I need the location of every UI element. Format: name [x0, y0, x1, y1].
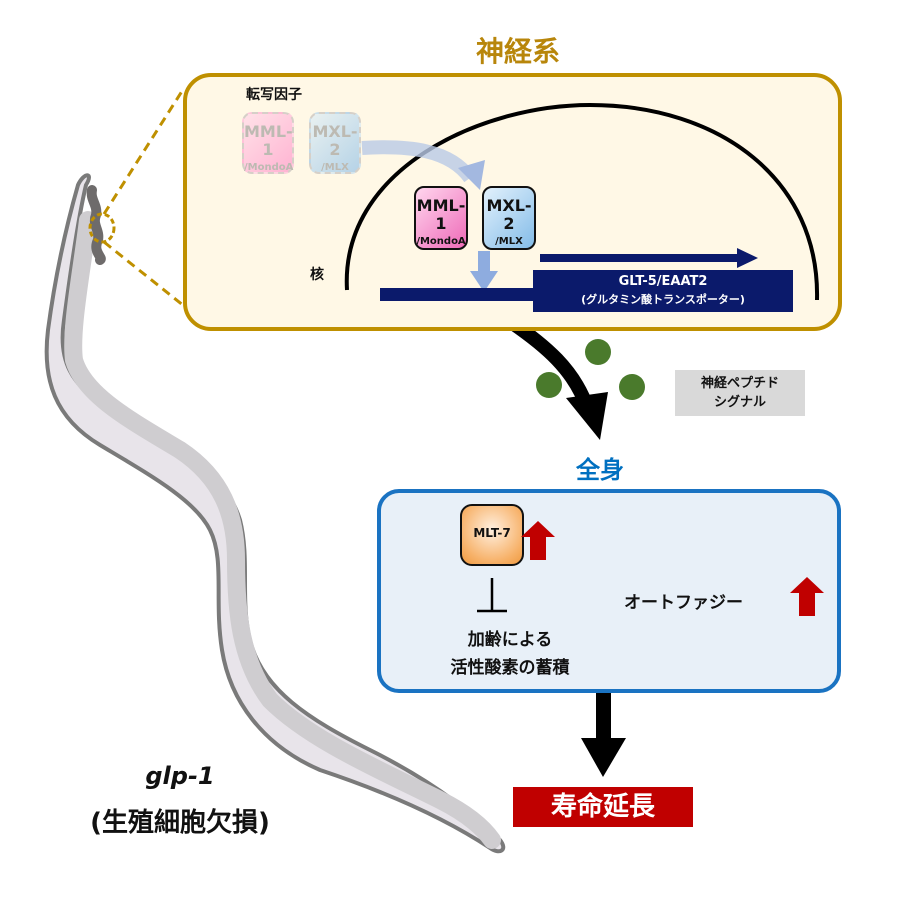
- whole-body-panel: [377, 489, 841, 693]
- target-gene-name: GLT-5/EAAT2: [618, 274, 708, 289]
- mml1-inactive-ortholog: /MondoA: [244, 162, 294, 173]
- mlt7-label: MLT-7: [473, 526, 511, 540]
- mml1-inactive-name: MML-1: [244, 122, 293, 159]
- mxl2-active-name: MXL-2: [486, 196, 532, 233]
- worm-pharynx: [86, 185, 106, 265]
- mlt7-box: MLT-7: [460, 504, 524, 566]
- mxl2-active-ortholog: /MLX: [495, 236, 523, 247]
- mml1-active-ortholog: /MondoA: [416, 236, 466, 247]
- mxl2-inactive: MXL-2 /MLX: [309, 112, 361, 174]
- nervous-system-title: 神経系: [475, 35, 560, 68]
- strain-label: glp-1: [145, 762, 215, 790]
- ros-line-2: 活性酸素の蓄積: [450, 658, 570, 678]
- autophagy-increase-arrow-icon: [790, 577, 824, 616]
- signal-line-1: 神経ペプチド: [700, 376, 779, 391]
- mml1-active-name: MML-1: [416, 196, 466, 233]
- dna-strand: [380, 288, 540, 301]
- autophagy-label: オートファジー: [624, 593, 743, 613]
- worm-inner-stripe: [64, 211, 501, 849]
- lifespan-arrow-head: [581, 738, 626, 777]
- binding-arrow-shaft: [478, 251, 490, 273]
- ros-line-1: 加齢による: [467, 630, 553, 650]
- mxl2-inactive-name: MXL-2: [312, 122, 358, 159]
- neuropeptide-dot: [585, 339, 611, 365]
- binding-arrow-head: [470, 271, 498, 292]
- mlt7-increase-arrow-icon: [521, 521, 555, 560]
- worm-illustration: [44, 173, 506, 854]
- neuropeptide-dot: [536, 372, 562, 398]
- translocation-arrowhead: [458, 160, 485, 190]
- lifespan-arrow-shaft: [596, 692, 611, 742]
- nucleus-membrane: [344, 102, 820, 301]
- mxl2-active: MXL-2 /MLX: [482, 186, 536, 250]
- transcription-factor-label: 転写因子: [246, 87, 302, 103]
- strain-description: (生殖細胞欠損): [90, 808, 270, 838]
- lifespan-extension-label: 寿命延長: [513, 787, 693, 827]
- target-gene-description: (グルタミン酸トランスポーター): [581, 293, 745, 306]
- neuropeptide-signal-label: 神経ペプチド シグナル: [675, 370, 805, 416]
- neuron-highlight-circle: [88, 212, 116, 244]
- nucleus-label: 核: [310, 267, 324, 283]
- ros-accumulation-label: 加齢による 活性酸素の蓄積: [410, 626, 610, 682]
- neuropeptide-dot: [619, 374, 645, 400]
- signal-arrowhead: [566, 392, 608, 440]
- zoom-line-bottom: [103, 240, 185, 308]
- whole-body-title: 全身: [576, 456, 624, 484]
- target-gene-box: GLT-5/EAAT2 (グルタミン酸トランスポーター): [533, 270, 793, 312]
- mxl2-inactive-ortholog: /MLX: [321, 162, 349, 173]
- mml1-active: MML-1 /MondoA: [414, 186, 468, 250]
- zoom-line-top: [102, 87, 186, 215]
- mml1-inactive: MML-1 /MondoA: [242, 112, 294, 174]
- signal-line-2: シグナル: [713, 395, 766, 410]
- transcription-arrow-shaft: [540, 254, 740, 262]
- transcription-arrow-head: [737, 248, 758, 268]
